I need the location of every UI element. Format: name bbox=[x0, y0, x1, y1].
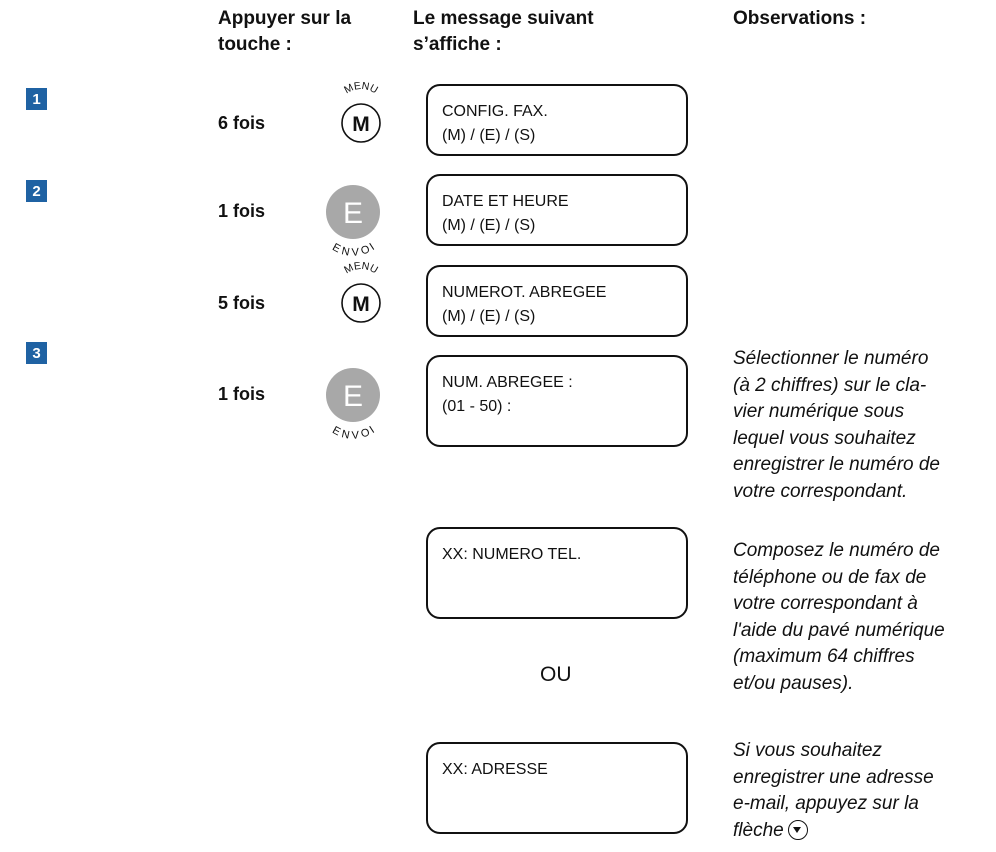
observation-line: Si vous souhaitez bbox=[733, 740, 882, 761]
key-caption: ENVOI bbox=[330, 241, 377, 259]
observation-line: (maximum 64 chiffres bbox=[733, 646, 915, 667]
observation-line: (à 2 chiffres) sur le cla- bbox=[733, 374, 927, 396]
header-line: touche : bbox=[218, 34, 292, 55]
observation-select-number: Sélectionner le numéro (à 2 chiffres) su… bbox=[733, 346, 991, 505]
observation-line: votre correspondant à bbox=[733, 593, 918, 614]
display-line: NUMEROT. ABREGEE bbox=[442, 284, 607, 301]
display-line: XX: ADRESSE bbox=[442, 761, 548, 778]
display-line: (M) / (E) / (S) bbox=[442, 308, 536, 325]
observation-line: Sélectionner le numéro bbox=[733, 348, 929, 369]
display-date-heure: DATE ET HEURE (M) / (E) / (S) bbox=[426, 174, 688, 246]
display-num-abregee: NUM. ABREGEE : (01 - 50) : bbox=[426, 355, 688, 447]
menu-key-icon: M MENU bbox=[341, 82, 381, 143]
display-line: (M) / (E) / (S) bbox=[442, 127, 536, 144]
key-caption: MENU bbox=[342, 262, 380, 276]
press-count: 1 fois bbox=[218, 384, 266, 404]
observation-line: téléphone ou de fax de bbox=[733, 566, 927, 588]
observation-line: votre correspondant. bbox=[733, 480, 908, 502]
observation-line: flèche bbox=[733, 818, 991, 845]
observation-line: et/ou pauses). bbox=[733, 672, 854, 694]
or-label: OU bbox=[540, 663, 572, 686]
header-message-column: Le message suivant s’affiche : bbox=[413, 6, 594, 58]
display-line: DATE ET HEURE bbox=[442, 193, 569, 210]
press-count: 1 fois bbox=[218, 201, 266, 221]
display-numero-tel: XX: NUMERO TEL. bbox=[426, 527, 688, 619]
key-letter: M bbox=[352, 293, 370, 316]
observation-line: l'aide du pavé numérique bbox=[733, 619, 945, 641]
menu-key-icon: M MENU bbox=[341, 262, 381, 323]
key-caption: MENU bbox=[342, 82, 380, 96]
display-adresse: XX: ADRESSE bbox=[426, 742, 688, 834]
display-config-fax: CONFIG. FAX. (M) / (E) / (S) bbox=[426, 84, 688, 156]
header-line: Le message suivant bbox=[413, 8, 594, 29]
header-line: Appuyer sur la bbox=[218, 8, 352, 29]
display-numerot-abregee: NUMEROT. ABREGEE (M) / (E) / (S) bbox=[426, 265, 688, 337]
key-letter: M bbox=[352, 113, 370, 136]
key-caption: ENVOI bbox=[330, 424, 377, 442]
header-line: Observations : bbox=[733, 8, 867, 29]
key-letter: E bbox=[343, 197, 363, 230]
header-line: s’affiche : bbox=[413, 34, 502, 55]
observation-line: Composez le numéro de bbox=[733, 540, 940, 561]
envoi-key-icon: E ENVOI bbox=[326, 185, 380, 259]
step-badge-1: 1 bbox=[26, 88, 47, 110]
down-arrow-key-icon bbox=[787, 819, 808, 840]
display-line: (01 - 50) : bbox=[442, 398, 512, 415]
display-line: (M) / (E) / (S) bbox=[442, 217, 536, 234]
press-count: 6 fois bbox=[218, 113, 266, 133]
observation-email-address: Si vous souhaitez enregistrer une adress… bbox=[733, 738, 991, 844]
step-badge-2: 2 bbox=[26, 180, 47, 202]
observation-line: vier numérique sous bbox=[733, 401, 905, 422]
observation-line: enregistrer le numéro de bbox=[733, 454, 940, 475]
observation-line: lequel vous souhaitez bbox=[733, 427, 916, 449]
observation-compose-number: Composez le numéro de téléphone ou de fa… bbox=[733, 538, 991, 697]
step-badge-3: 3 bbox=[26, 342, 47, 364]
observation-line: e-mail, appuyez sur la bbox=[733, 793, 919, 814]
observation-line-text: flèche bbox=[733, 819, 784, 841]
key-letter: E bbox=[343, 380, 363, 413]
display-line: CONFIG. FAX. bbox=[442, 103, 548, 120]
display-line: NUM. ABREGEE : bbox=[442, 374, 573, 391]
envoi-key-icon: E ENVOI bbox=[326, 368, 380, 442]
display-line: XX: NUMERO TEL. bbox=[442, 546, 582, 563]
observation-line: enregistrer une adresse bbox=[733, 766, 934, 788]
header-observations-column: Observations : bbox=[733, 6, 866, 32]
header-key-column: Appuyer sur la touche : bbox=[218, 6, 351, 58]
press-count: 5 fois bbox=[218, 293, 266, 313]
